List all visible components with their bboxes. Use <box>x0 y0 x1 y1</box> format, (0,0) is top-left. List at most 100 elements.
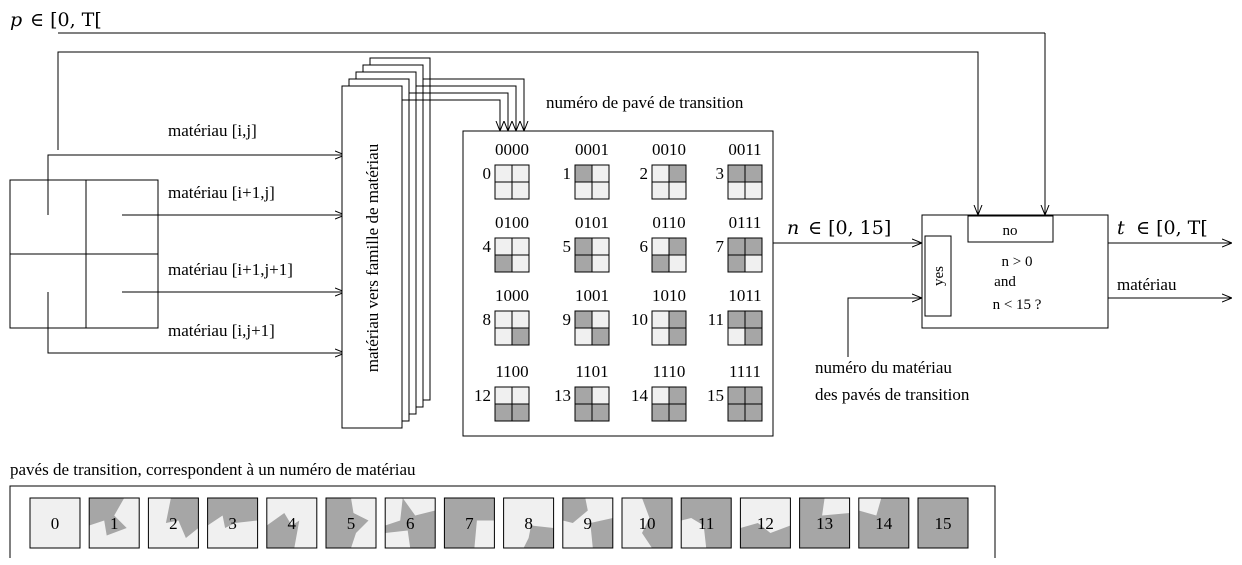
t-variable: t <box>1117 217 1125 239</box>
tile-material-region <box>799 498 850 548</box>
grid-cell-quadrant <box>745 328 762 345</box>
tile-label: 6 <box>406 514 415 533</box>
tile-material-region <box>681 498 732 548</box>
tile-frame <box>680 497 732 549</box>
grid-cell-bits: 1100 <box>495 362 528 381</box>
tile-label: 0 <box>51 514 60 533</box>
tile-frame <box>562 497 614 549</box>
n-variable: n <box>787 217 799 239</box>
grid-cell-quadrant <box>728 182 745 199</box>
tile-label: 12 <box>757 514 774 533</box>
tile-label: 10 <box>639 514 656 533</box>
condition-line-3: n < 15 ? <box>993 297 1042 313</box>
transition-tile-9: 9 <box>562 497 614 549</box>
grid-cell-quadrant <box>745 238 762 255</box>
bottom-caption: pavés de transition, correspondent à un … <box>10 460 416 479</box>
grid-cell-bits: 0110 <box>652 213 685 232</box>
grid-cell-quadrant <box>669 255 686 272</box>
grid-cell-quadrant <box>512 311 529 328</box>
grid-cell-quadrant <box>495 165 512 182</box>
grid-cell-index: 10 <box>631 310 648 329</box>
transition-tile-15: 15 <box>917 497 969 549</box>
tile-label: 1 <box>110 514 119 533</box>
transition-tile-8: 8 <box>503 497 555 549</box>
grid-cell-index: 12 <box>474 386 491 405</box>
grid-cell-quadrant <box>512 387 529 404</box>
grid-cell-quadrant <box>652 255 669 272</box>
grid-cell-quadrant <box>512 328 529 345</box>
n-set: ∈ [0, 15] <box>808 217 891 239</box>
tile-frame <box>739 497 791 549</box>
no-box <box>967 215 1054 243</box>
tile-label: 4 <box>288 514 297 533</box>
grid-cell-quadrant <box>728 387 745 404</box>
grid-cell-quadrant <box>495 255 512 272</box>
grid-cell-quadrant <box>669 311 686 328</box>
tile-frame <box>621 497 673 549</box>
tile-label: 2 <box>169 514 178 533</box>
material-number-line-2: des pavés de transition <box>815 385 970 404</box>
grid-cell-quadrant <box>745 311 762 328</box>
tile-frame <box>266 497 318 549</box>
transition-tile-12: 12 <box>739 497 791 549</box>
grid-cell-quadrant <box>745 404 762 421</box>
material-output-label: matériau <box>1117 275 1177 294</box>
input-label-i1j: matériau [i+1,j] <box>168 183 275 202</box>
tile-material-region <box>444 498 495 548</box>
grid-cell-quadrant <box>575 255 592 272</box>
grid-cell-quadrant <box>745 182 762 199</box>
grid-cell-quadrant <box>592 404 609 421</box>
tile-frame <box>29 497 81 549</box>
grid-cell-index: 4 <box>483 237 492 256</box>
grid-cell-bits: 1111 <box>729 362 761 381</box>
grid-cell-quadrant <box>575 328 592 345</box>
grid-cell-bits: 0011 <box>728 140 761 159</box>
grid-cell-quadrant <box>592 165 609 182</box>
grid-cell-quadrant <box>652 387 669 404</box>
grid-cell-quadrant <box>652 238 669 255</box>
grid-cell-quadrant <box>728 238 745 255</box>
input-label-ij: matériau [i,j] <box>168 121 257 140</box>
grid-cell-quadrant <box>652 404 669 421</box>
grid-cell-quadrant <box>512 404 529 421</box>
grid-cell-quadrant <box>575 311 592 328</box>
tile-label: 7 <box>465 514 474 533</box>
grid-cell-index: 5 <box>563 237 572 256</box>
grid-cell-quadrant <box>669 165 686 182</box>
grid-cell-quadrant <box>592 387 609 404</box>
tile-material-region <box>642 498 672 548</box>
grid-cell-quadrant <box>575 387 592 404</box>
yes-label: yes <box>931 266 947 286</box>
tile-material-region <box>590 518 613 548</box>
grid-cell-index: 11 <box>708 310 724 329</box>
grid-cell-bits: 1011 <box>728 286 761 305</box>
grid-cell-index: 2 <box>640 164 649 183</box>
grid-cell-bits: 1101 <box>575 362 608 381</box>
grid-cell-quadrant <box>512 182 529 199</box>
tile-material-region <box>562 498 588 523</box>
tile-material-region <box>326 498 369 548</box>
tile-label: 14 <box>875 514 893 533</box>
tile-material-region <box>740 523 791 548</box>
mapper-arrow-1 <box>402 99 500 131</box>
grid-cell-bits: 1110 <box>653 362 686 381</box>
grid-cell-quadrant <box>728 165 745 182</box>
grid-cell-index: 13 <box>554 386 571 405</box>
grid-cell-index: 0 <box>483 164 492 183</box>
tile-frame <box>799 497 851 549</box>
p-variable: p <box>10 9 22 31</box>
input-label-i1j1: matériau [i+1,j+1] <box>168 260 293 279</box>
tile-label: 9 <box>584 514 593 533</box>
loop-arrow-to-no <box>57 51 978 215</box>
mapper-stack <box>341 57 431 429</box>
tile-frame <box>147 497 199 549</box>
